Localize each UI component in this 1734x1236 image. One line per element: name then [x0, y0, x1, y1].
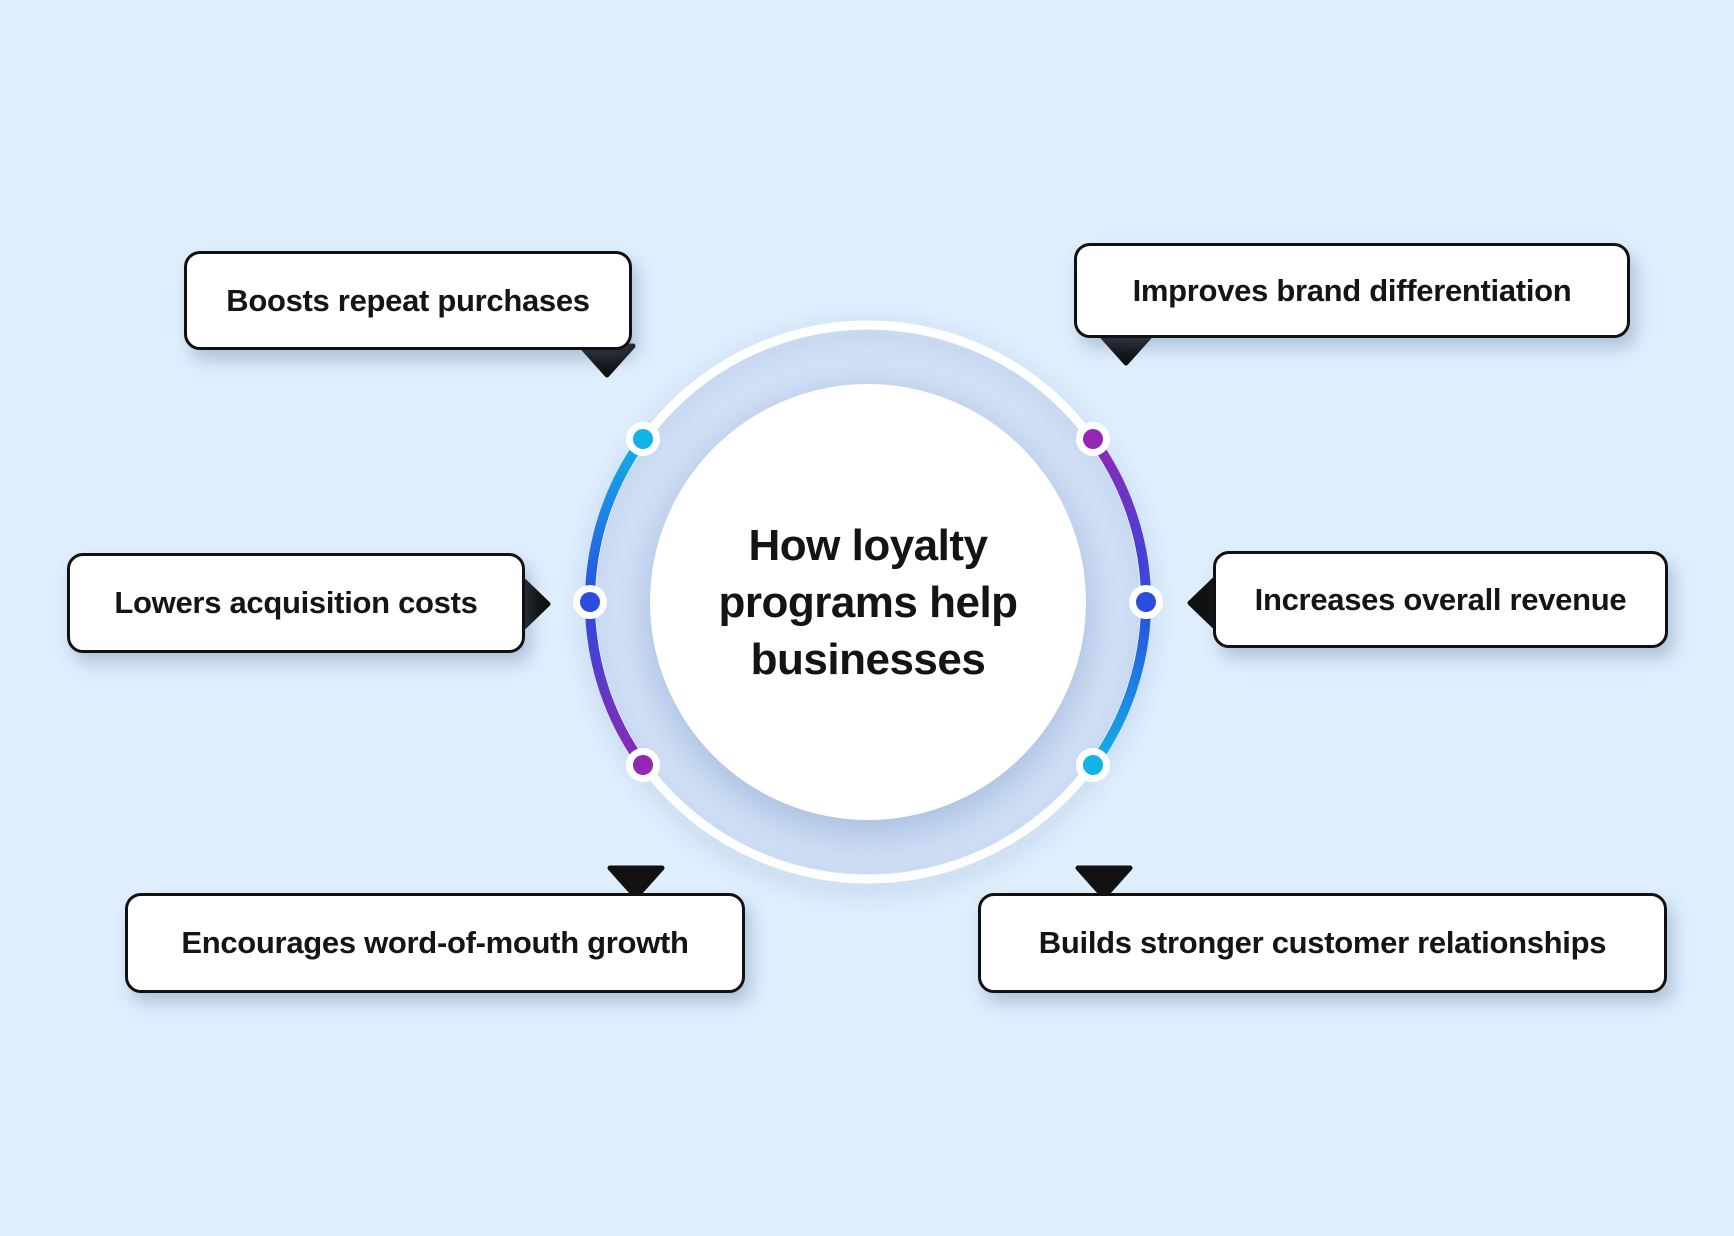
arrow-pointer-bottom-left	[607, 865, 665, 900]
arrow-pointer-top-right	[1097, 331, 1155, 366]
benefit-box-middle-right: Increases overall revenue	[1213, 551, 1668, 648]
dot-bottom-right	[1083, 755, 1103, 775]
benefit-box-top-left: Boosts repeat purchases	[184, 251, 632, 350]
dot-top-right	[1083, 429, 1103, 449]
benefit-label: Increases overall revenue	[1254, 581, 1627, 617]
benefit-label: Builds stronger customer relationships	[1038, 925, 1607, 960]
diagram-title-line: How loyalty	[748, 520, 989, 570]
diagram-title-line: programs help	[718, 577, 1018, 627]
benefit-label: Improves brand differentiation	[1132, 272, 1572, 308]
benefit-box-middle-left: Lowers acquisition costs	[67, 553, 525, 653]
benefit-label: Encourages word-of-mouth growth	[181, 925, 689, 960]
arrow-pointer-top-left	[578, 343, 636, 378]
dot-bottom-left	[633, 755, 653, 775]
diagram-title-line: businesses	[750, 634, 986, 684]
benefit-box-top-right: Improves brand differentiation	[1074, 243, 1630, 338]
dot-middle-left	[580, 592, 600, 612]
dot-top-left	[633, 429, 653, 449]
benefit-box-bottom-left: Encourages word-of-mouth growth	[125, 893, 745, 993]
benefit-label: Lowers acquisition costs	[114, 585, 478, 620]
center-circle	[650, 384, 1086, 820]
benefit-box-bottom-right: Builds stronger customer relationships	[978, 893, 1667, 993]
diagram-title: How loyalty programs help businesses	[638, 487, 1098, 717]
arrow-pointer-bottom-right	[1075, 865, 1133, 900]
benefit-label: Boosts repeat purchases	[226, 282, 590, 318]
arrow-pointer-middle-left	[518, 575, 551, 633]
dot-middle-right	[1136, 592, 1156, 612]
